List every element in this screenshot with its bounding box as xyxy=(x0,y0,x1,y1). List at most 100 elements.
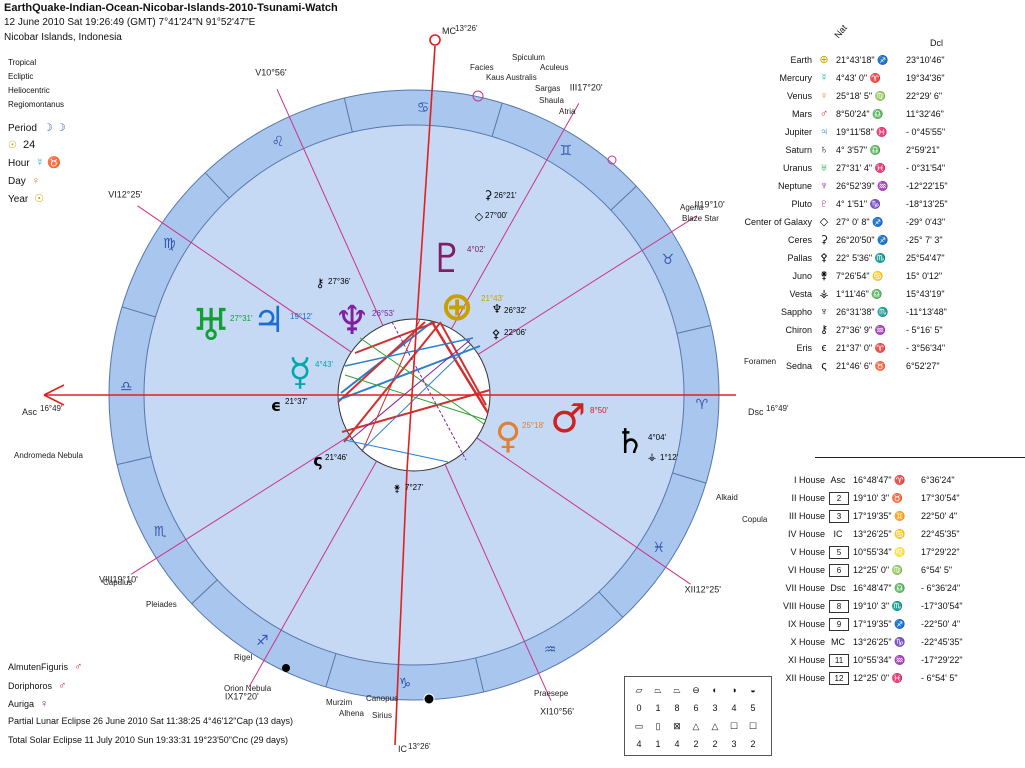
planet-glyph-icon: ⚳ xyxy=(819,234,829,246)
house-code: 8 xyxy=(829,600,849,613)
fixed-star-label: Andromeda Nebula xyxy=(14,451,83,460)
fixed-star-label: Atria xyxy=(559,107,576,116)
fixed-star-label: Praesepe xyxy=(534,689,569,698)
planet-row: Jupiter♃19°11'58" ♓- 0°45'55" xyxy=(712,124,1024,140)
sign-divider-line xyxy=(121,306,156,318)
planet-glyph-icon: ☿ xyxy=(819,72,829,84)
house-code: 5 xyxy=(829,546,849,559)
house-cusp-label: VI12°25' xyxy=(108,189,142,199)
wheel-labels: II19°10'III17°20'V10°56'VI12°25'VIII19°1… xyxy=(14,24,789,754)
planet-glyph-icon: ♀ xyxy=(819,90,829,102)
aspect-line xyxy=(344,337,474,367)
planet-name: Vesta xyxy=(789,289,812,299)
planet-row: Pluto♇4° 1'51" ♑-18°13'25" xyxy=(712,196,1024,212)
house-longitude: 16°48'47" ♈ xyxy=(853,475,906,485)
fixed-star-label: Capulus xyxy=(103,578,132,587)
mars-degree-label: 8°50' xyxy=(590,406,609,415)
planet-name: Ceres xyxy=(787,235,812,245)
fixed-star-label: Canopus xyxy=(366,694,398,703)
house-declination: - 6°54' 5" xyxy=(921,673,958,683)
planet-declination: - 5°16' 5" xyxy=(906,325,943,335)
legend-cell: ⏢ xyxy=(673,685,681,695)
legend-cell: 2 xyxy=(750,739,756,749)
house-cusp-line xyxy=(248,460,378,687)
venus-degree-label: 25°18' xyxy=(522,421,545,430)
planet-declination: -25° 7' 3" xyxy=(906,235,943,245)
legend-cell: ▭ xyxy=(634,721,644,731)
point-marker-icon xyxy=(607,155,617,165)
chart-datetime: 12 June 2010 Sat 19:26:49 (GMT) 7°41'24"… xyxy=(4,17,256,28)
option-perspective: Heliocentric xyxy=(8,86,50,95)
planet-name: Neptune xyxy=(777,181,812,191)
planet-name: Venus xyxy=(786,91,812,101)
planet-glyph-icon: ♃ xyxy=(819,126,829,138)
house-cusp-line xyxy=(276,89,384,326)
eris-glyph-icon: ϵ xyxy=(271,396,281,415)
planet-glyph-icon: ⚴ xyxy=(819,252,829,264)
fixed-star-label: Aculeus xyxy=(540,63,568,72)
legend-cell: ⏢ xyxy=(654,685,662,695)
asc-label: Asc xyxy=(22,407,38,417)
house-name: IX House xyxy=(787,619,825,629)
ruler-day: Day♀ xyxy=(8,175,41,187)
planet-glyph-icon: ⚶ xyxy=(819,288,829,300)
legend-cell: ◑ xyxy=(731,685,737,695)
house-cusp-label: XI10°56' xyxy=(540,706,574,716)
planet-glyph-icon: ♆ xyxy=(819,180,829,192)
house-longitude: 13°26'25" ♑ xyxy=(853,637,906,647)
option-zodiac: Tropical xyxy=(8,58,37,67)
planet-longitude: 4° 3'57" ♎ xyxy=(836,145,881,155)
planet-glyph-icon: ♂ xyxy=(819,108,829,120)
planet-glyph-icon: ϵ xyxy=(821,342,827,354)
planet-row: Center of Galaxy◇27° 0' 8" ♐-29° 0'43" xyxy=(712,214,1024,230)
fixed-star-label: Sirius xyxy=(372,711,392,720)
legend-cell: 1 xyxy=(655,703,661,713)
planet-row: Saturn♄4° 3'57" ♎2°59'21" xyxy=(712,142,1024,158)
aspect-line xyxy=(349,339,471,441)
planet-glyph-icon: ⚷ xyxy=(819,324,829,336)
planet-longitude: 21°37' 0" ♈ xyxy=(836,343,886,353)
house-name: II House xyxy=(791,493,825,503)
zodiac-sign-glyph-icon: ♓ xyxy=(652,540,665,556)
planet-name: Juno xyxy=(792,271,812,281)
planet-declination: 25°54'47" xyxy=(906,253,945,263)
planet-declination: 11°32'46" xyxy=(906,109,944,119)
planet-table: Nat Dcl Earth⊕21°43'18" ♐23°10'46"Mercur… xyxy=(712,23,1024,380)
house-name: III House xyxy=(788,511,825,521)
planet-name: Pluto xyxy=(791,199,812,209)
house-code: 11 xyxy=(829,654,849,667)
almuten-figuris: AlmutenFiguris♂ xyxy=(8,661,83,673)
house-longitude: 19°10' 3" ♏ xyxy=(853,601,903,611)
planet-row: Uranus♅27°31' 4" ♓- 0°31'54" xyxy=(712,160,1024,176)
house-longitude: 12°25' 0" ♍ xyxy=(853,565,903,575)
eris-degree-label: 21°37' xyxy=(285,397,308,406)
house-longitude: 12°25' 0" ♓ xyxy=(853,673,903,683)
mercury-degree-label: 4°43' xyxy=(315,360,334,369)
planet-row: Vesta⚶1°11'46" ♎15°43'19" xyxy=(712,286,1024,302)
planet-name: Mars xyxy=(792,109,812,119)
planet-name: Jupiter xyxy=(784,127,812,137)
planet-declination: - 3°56'34" xyxy=(906,343,946,353)
chiron-glyph-icon: ⚷ xyxy=(316,276,325,290)
house-code: Asc xyxy=(830,475,846,485)
planet-glyph-icon: ⊕ xyxy=(819,54,829,66)
house-longitude: 16°48'47" ♎ xyxy=(853,583,906,593)
sign-divider-line xyxy=(491,102,503,137)
zodiac-sign-glyph-icon: ♍ xyxy=(163,236,176,252)
planet-name: Mercury xyxy=(779,73,812,83)
fixed-star-label: Foramen xyxy=(744,357,776,366)
sedna-degree-label: 21°46' xyxy=(325,453,348,462)
planet-longitude: 21°43'18" ♐ xyxy=(836,55,889,65)
fixed-star-label: Agena xyxy=(680,203,704,212)
juno-degree-label: 7°27' xyxy=(405,483,424,492)
point-marker-icon xyxy=(472,90,484,102)
ruler-period: Period☽ ☽ xyxy=(8,122,66,134)
lunar-eclipse-note: Partial Lunar Eclipse 26 June 2010 Sat 1… xyxy=(8,716,294,726)
planet-declination: 6°52'27" xyxy=(906,361,940,371)
juno-glyph-icon: ⚵ xyxy=(393,484,400,495)
house-longitude: 17°19'35" ♐ xyxy=(853,619,906,629)
house-name: XI House xyxy=(787,655,825,665)
